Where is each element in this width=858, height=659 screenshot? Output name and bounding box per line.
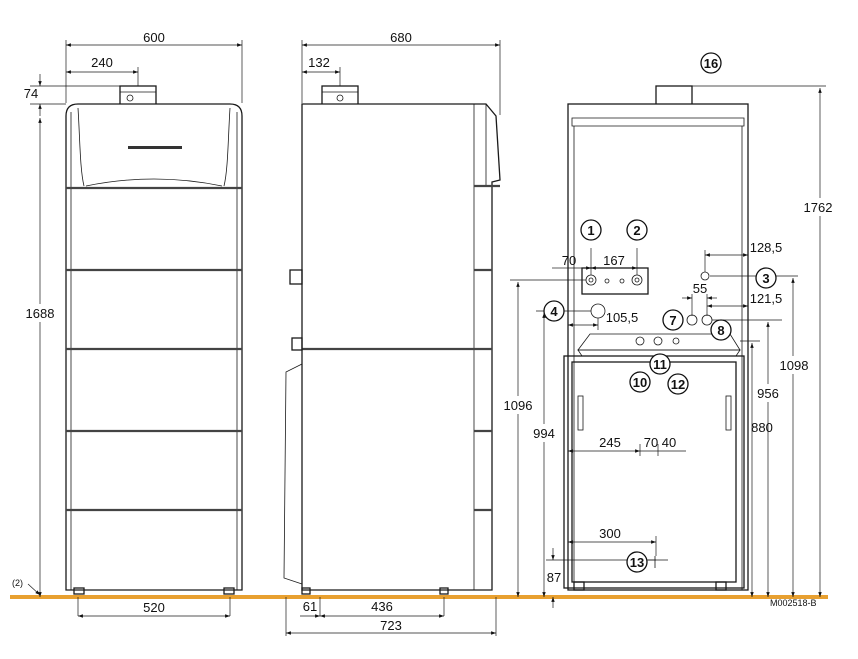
side-flue-offset-label: 132 — [308, 55, 330, 70]
callout-3: 3 — [755, 267, 777, 289]
rear-height-880-label: 880 — [751, 420, 773, 435]
front-feet-spacing-label: 520 — [143, 600, 165, 615]
svg-text:8: 8 — [717, 323, 724, 338]
front-flue-height-label: 74 — [24, 86, 38, 101]
svg-text:16: 16 — [704, 56, 718, 71]
rear-dim-167-label: 167 — [603, 253, 625, 268]
svg-text:11: 11 — [653, 357, 667, 372]
side-foot-offset-label: 61 — [303, 599, 317, 614]
callout-11: 11 — [649, 353, 671, 375]
rear-height-994-label: 994 — [533, 426, 555, 441]
callout-4: 4 — [543, 300, 565, 322]
svg-text:3: 3 — [762, 271, 769, 286]
callouts: 1 2 3 4 7 8 10 11 — [543, 52, 777, 573]
front-flue-offset-label: 240 — [91, 55, 113, 70]
rear-dim-245-label: 245 — [599, 435, 621, 450]
svg-text:13: 13 — [630, 555, 644, 570]
callout-2: 2 — [626, 219, 648, 241]
side-view — [283, 85, 501, 595]
callout-13: 13 — [626, 551, 648, 573]
svg-text:12: 12 — [671, 377, 685, 392]
front-dimensions: 600 240 74 1688 520 (2) — [12, 30, 243, 618]
svg-text:7: 7 — [669, 313, 676, 328]
rear-dim-105-5-label: 105,5 — [606, 310, 639, 325]
rear-dim-121-5-label: 121,5 — [750, 291, 783, 306]
svg-text:4: 4 — [550, 304, 558, 319]
callout-1: 1 — [580, 219, 602, 241]
side-depth-label: 680 — [390, 30, 412, 45]
callout-8: 8 — [710, 319, 732, 341]
reference-code: M002518-B — [770, 598, 817, 608]
floor-note-label: (2) — [12, 578, 23, 588]
rear-dim-87-label: 87 — [547, 570, 561, 585]
svg-text:10: 10 — [633, 375, 647, 390]
rear-height-956-label: 956 — [757, 386, 779, 401]
side-feet-spacing-label: 436 — [371, 599, 393, 614]
side-dimensions: 680 132 61 436 723 — [285, 30, 501, 636]
front-height-label: 1688 — [26, 306, 55, 321]
callout-7: 7 — [662, 309, 684, 331]
callout-12: 12 — [667, 373, 689, 395]
rear-height-1096-label: 1096 — [504, 398, 533, 413]
svg-text:2: 2 — [633, 223, 640, 238]
side-total-depth-label: 723 — [380, 618, 402, 633]
front-view — [65, 85, 243, 595]
rear-view — [563, 85, 749, 591]
rear-dim-70-label: 70 — [562, 253, 576, 268]
rear-dim-70-40-label: 70 40 — [644, 435, 677, 450]
rear-height-1098-label: 1098 — [780, 358, 809, 373]
callout-16: 16 — [700, 52, 722, 74]
callout-10: 10 — [629, 371, 651, 393]
rear-dim-55-label: 55 — [693, 281, 707, 296]
rear-height-1762-label: 1762 — [804, 200, 833, 215]
front-width-label: 600 — [143, 30, 165, 45]
rear-dim-128-5-label: 128,5 — [750, 240, 783, 255]
rear-dim-300-label: 300 — [599, 526, 621, 541]
svg-text:1: 1 — [587, 223, 594, 238]
